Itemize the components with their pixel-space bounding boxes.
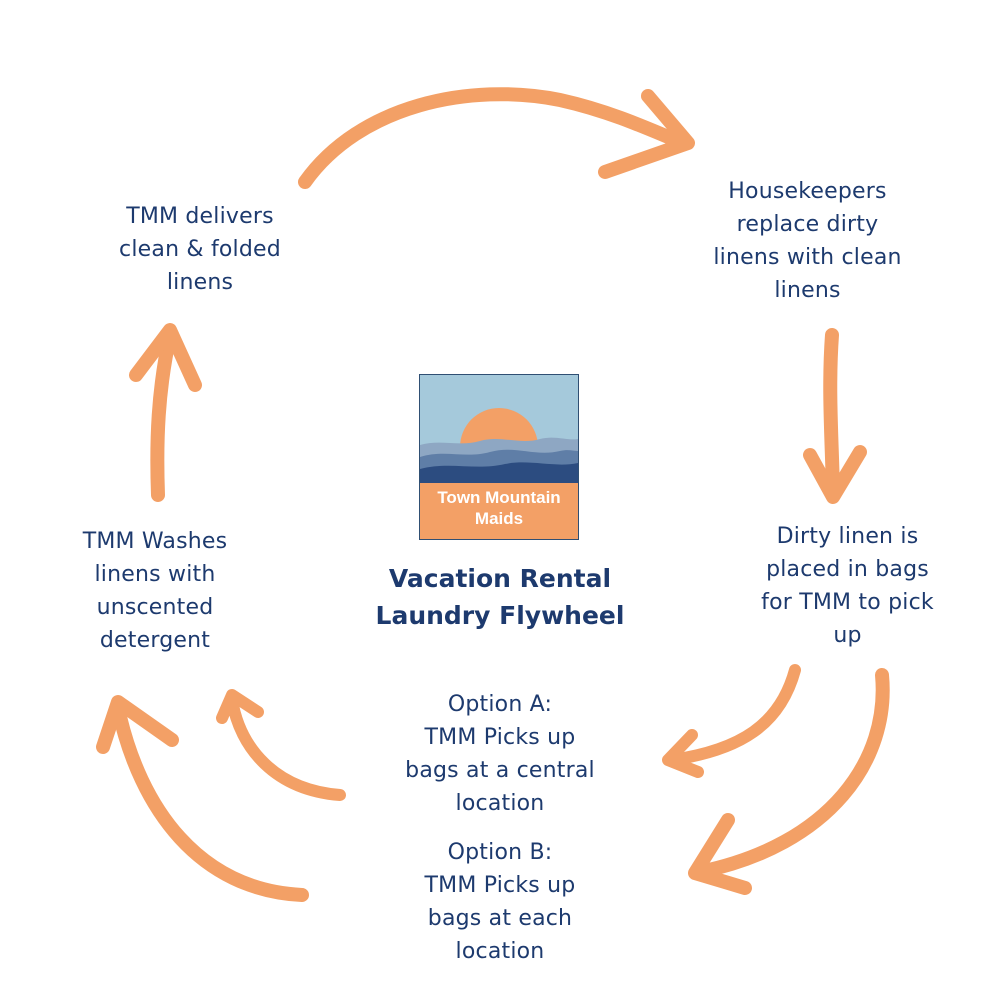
option-text-line: TMM Picks up bbox=[424, 873, 576, 898]
step-text-line: unscented bbox=[96, 595, 214, 620]
step-text-line: linens with clean bbox=[713, 245, 902, 270]
arrow-deliver-to-replace bbox=[298, 87, 695, 189]
option-b-each-location-pickup: Option B: TMM Picks up bags at each loca… bbox=[390, 836, 610, 968]
logo-text-line: Maids bbox=[474, 509, 524, 528]
arrow-shaft bbox=[111, 701, 309, 902]
arrow-head bbox=[96, 695, 179, 754]
step-text-line: linens with bbox=[94, 562, 216, 587]
arrow-head bbox=[803, 445, 867, 504]
logo-mountain-sun-icon bbox=[420, 375, 578, 539]
title-line: Vacation Rental bbox=[388, 564, 612, 593]
arrow-wash-to-deliver bbox=[129, 323, 202, 502]
arrow-shaft bbox=[693, 668, 890, 879]
arrow-head bbox=[688, 813, 752, 895]
option-text-line: bags at a central bbox=[405, 758, 595, 783]
option-text-line: Option A: bbox=[447, 692, 553, 717]
step-text-line: clean & folded bbox=[119, 237, 281, 262]
step-text-line: replace dirty bbox=[736, 212, 879, 237]
option-text-line: bags at each bbox=[427, 906, 573, 931]
step-text-line: TMM delivers bbox=[126, 204, 274, 229]
arrow-head bbox=[129, 323, 202, 392]
arrow-head bbox=[216, 689, 264, 724]
option-text-line: location bbox=[455, 791, 545, 816]
arrow-bag-to-option-b bbox=[688, 668, 890, 895]
arrow-option-a-to-wash bbox=[216, 689, 346, 801]
option-text-line: location bbox=[455, 939, 545, 964]
title-line: Laundry Flywheel bbox=[375, 601, 625, 630]
arrow-shaft bbox=[298, 87, 687, 189]
step-text-line: Housekeepers bbox=[728, 179, 887, 204]
step-replace-linens: Housekeepers replace dirty linens with c… bbox=[700, 175, 915, 307]
step-text-line: TMM Washes bbox=[82, 529, 228, 554]
step-text-line: placed in bags bbox=[766, 557, 929, 582]
arrow-shaft bbox=[666, 664, 801, 766]
arrow-head bbox=[662, 729, 704, 778]
option-a-central-pickup: Option A: TMM Picks up bags at a central… bbox=[390, 688, 610, 820]
step-deliver-linens: TMM delivers clean & folded linens bbox=[95, 200, 305, 299]
arrow-replace-to-bag bbox=[803, 328, 867, 504]
step-text-line: linens bbox=[774, 278, 841, 303]
diagram-title: Vacation Rental Laundry Flywheel bbox=[340, 560, 660, 634]
arrow-bag-to-option-a bbox=[662, 664, 801, 778]
arrow-head bbox=[598, 89, 695, 179]
arrow-shaft bbox=[150, 328, 177, 502]
step-text-line: for TMM to pick bbox=[761, 590, 934, 615]
logo-text: Town Mountain Maids bbox=[420, 487, 578, 529]
arrow-shaft bbox=[823, 328, 840, 500]
arrow-shaft bbox=[226, 694, 346, 801]
step-text-line: detergent bbox=[99, 628, 211, 653]
option-text-line: Option B: bbox=[447, 840, 553, 865]
step-text-line: linens bbox=[166, 270, 234, 295]
step-bag-linens: Dirty linen is placed in bags for TMM to… bbox=[745, 520, 950, 652]
step-wash-linens: TMM Washes linens with unscented deterge… bbox=[55, 525, 255, 657]
logo-text-line: Town Mountain bbox=[437, 488, 561, 507]
step-text-line: up bbox=[833, 623, 862, 648]
town-mountain-maids-logo: Town Mountain Maids bbox=[419, 374, 579, 540]
arrow-option-b-to-wash bbox=[96, 695, 309, 902]
option-text-line: TMM Picks up bbox=[424, 725, 576, 750]
step-text-line: Dirty linen is bbox=[776, 524, 919, 549]
